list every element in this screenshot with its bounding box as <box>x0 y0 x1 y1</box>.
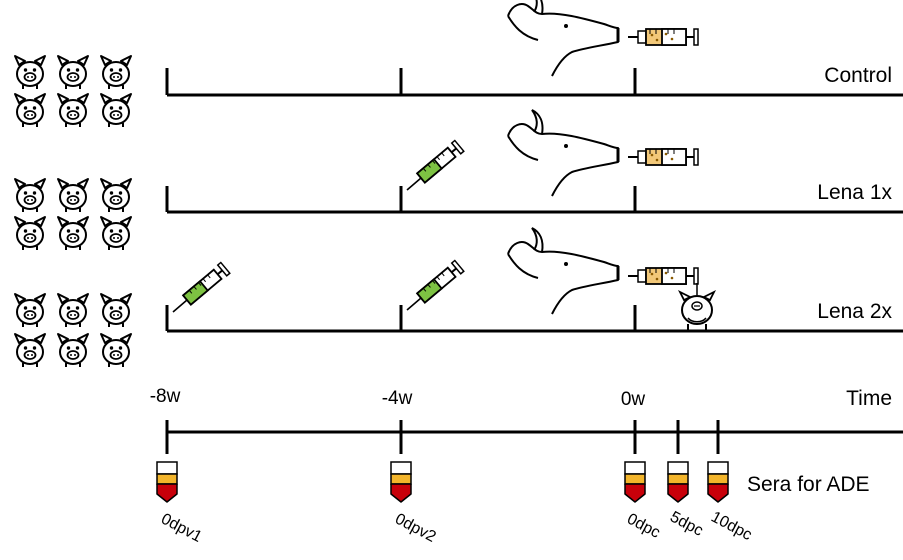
sera-samples: Sera for ADE <box>156 461 870 503</box>
lena2x-timeline: Lena 2x <box>165 226 903 333</box>
pig-face-icon <box>100 333 132 368</box>
lena1x-timeline: Lena 1x <box>165 108 903 214</box>
pig-face-icon <box>100 178 132 213</box>
challenge-syringe-icon <box>627 267 699 285</box>
sample-label-0dpc: 0dpc <box>624 511 663 542</box>
control-group-pigs <box>14 55 132 128</box>
pig-face-icon <box>57 55 89 90</box>
pig-head-icon <box>506 0 620 78</box>
pig-face-icon <box>14 93 46 128</box>
tick-label-minus8w: -8w <box>150 386 181 407</box>
lena1x-label: Lena 1x <box>817 181 892 204</box>
pig-face-icon <box>100 216 132 251</box>
pig-face-icon <box>57 333 89 368</box>
lena2x-label: Lena 2x <box>817 300 892 323</box>
pig-face-icon <box>14 55 46 90</box>
pig-face-icon <box>100 93 132 128</box>
challenge-syringe-icon <box>627 148 699 166</box>
pig-face-icon <box>57 293 89 328</box>
time-axis: -8w -4w 0w Time <box>150 386 903 454</box>
tick-label-0w: 0w <box>621 389 646 410</box>
serum-tube-icon <box>624 461 646 503</box>
sample-labels: 0dpv1 0dpv2 0dpc 5dpc 10dpc <box>158 509 754 547</box>
sample-label-5dpc: 5dpc <box>667 509 706 540</box>
lena2x-group-pigs <box>14 293 132 368</box>
sick-pig-icon <box>677 283 717 330</box>
vaccine-syringe-icon <box>172 261 231 313</box>
pig-face-icon <box>57 93 89 128</box>
challenge-syringe-icon <box>627 28 699 46</box>
pig-face-icon <box>14 178 46 213</box>
pig-face-icon <box>57 216 89 251</box>
time-axis-label: Time <box>846 387 892 410</box>
pig-face-icon <box>100 293 132 328</box>
pig-face-icon <box>100 55 132 90</box>
sample-label-0dpv2: 0dpv2 <box>392 511 439 547</box>
tick-label-minus4w: -4w <box>382 388 413 409</box>
pig-face-icon <box>57 178 89 213</box>
control-label: Control <box>824 64 892 87</box>
control-timeline: Control <box>165 0 903 97</box>
vaccine-syringe-icon <box>406 139 465 191</box>
serum-tube-icon <box>156 461 178 503</box>
pig-face-icon <box>14 216 46 251</box>
serum-tube-icon <box>707 461 729 503</box>
sera-label: Sera for ADE <box>747 473 870 496</box>
sample-label-10dpc: 10dpc <box>708 509 754 544</box>
pig-face-icon <box>14 293 46 328</box>
sample-label-0dpv1: 0dpv1 <box>158 511 205 547</box>
serum-tube-icon <box>390 461 412 503</box>
pig-head-icon <box>506 226 620 316</box>
pig-head-icon <box>506 108 620 198</box>
vaccine-syringe-icon <box>406 259 465 311</box>
lena1x-group-pigs <box>14 178 132 251</box>
serum-tube-icon <box>667 461 689 503</box>
pig-face-icon <box>14 333 46 368</box>
